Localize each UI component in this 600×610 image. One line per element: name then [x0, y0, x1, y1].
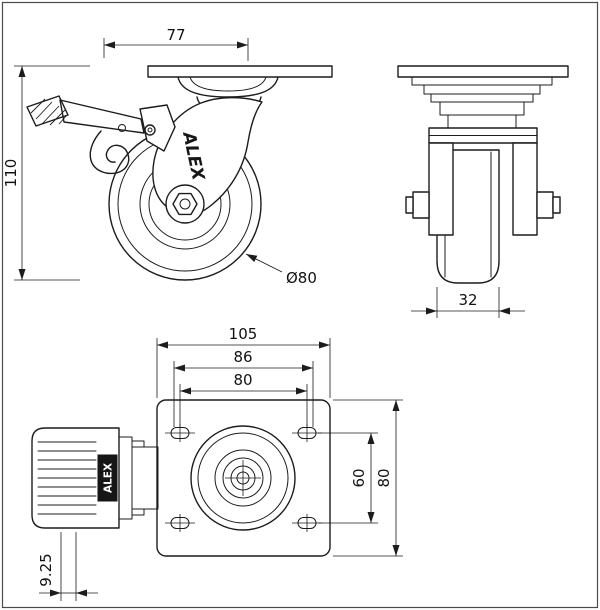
pedal-connector: [131, 446, 159, 510]
dim-bolt-span-side-label: 60: [350, 468, 368, 487]
dim-plate-length-105: 105: [156, 325, 331, 398]
bolt-slot-bottom-left: [165, 514, 195, 532]
fork-neck: [447, 114, 517, 129]
dim-plate-width-80: 80: [333, 399, 403, 557]
dim-height-110: 110: [2, 65, 90, 281]
dim-bolt-span-max-label: 86: [233, 348, 252, 366]
dim-pedal-offset-label: 9.25: [37, 553, 55, 586]
brake-pedal-pad: [26, 95, 69, 127]
dim-plate-width-label: 80: [375, 468, 393, 487]
lever-rivet: [118, 124, 126, 132]
release-hook: [89, 130, 130, 175]
dim-wheel-width-label: 32: [458, 291, 477, 309]
swivel-ring-outer: [423, 84, 541, 95]
lever-pivot: [144, 124, 156, 136]
brake-bracket: [139, 104, 176, 152]
dim-bolt-span-side-60: 60: [318, 432, 378, 524]
dim-wheel-diameter: Ø80: [245, 253, 317, 287]
dim-bolt-span-80: 80: [179, 371, 308, 427]
wheel-diameter-label: Ø80: [286, 269, 317, 287]
dim-offset-label: 77: [166, 26, 185, 44]
hub: [165, 184, 205, 224]
bolt-slot-bottom-right: [292, 514, 322, 532]
front-view: 32: [397, 65, 569, 318]
pedal-body: [31, 427, 120, 529]
pedal-ribs: [37, 441, 97, 515]
mounting-plate: [156, 399, 331, 557]
dim-height-label: 110: [2, 159, 20, 188]
dim-bolt-span-min-label: 80: [233, 371, 252, 389]
lever-arm: [59, 99, 145, 134]
pedal-collar: [118, 436, 133, 520]
brand-logo-plan: ALEX: [103, 463, 115, 493]
dim-plate-length-label: 105: [229, 325, 258, 343]
swivel-circles-plan: [190, 425, 296, 531]
top-plate-front: [397, 65, 569, 78]
dim-wheel-width-32: 32: [411, 287, 525, 318]
brake-lever: [26, 95, 176, 175]
wheel-front: [436, 149, 500, 284]
dim-bolt-span-86: 86: [173, 348, 314, 427]
axle-nuts: [405, 191, 561, 219]
top-view: ALEX 105 86 80: [31, 325, 403, 601]
top-plate-side: [147, 65, 333, 78]
side-view: ALEX: [2, 26, 333, 287]
fork-leg-left: [428, 142, 454, 236]
plate-flange: [411, 76, 553, 86]
axle-hex-nut: [172, 192, 198, 216]
swivel-ring-inner: [430, 93, 534, 103]
dim-offset-77: 77: [103, 26, 249, 61]
brake-pedal-plan: ALEX: [31, 427, 159, 529]
brand-badge: [97, 454, 118, 502]
dim-pedal-offset-9-25: 9.25: [37, 532, 98, 601]
fork-leg-right: [512, 142, 538, 236]
swivel-crown: [439, 101, 525, 116]
